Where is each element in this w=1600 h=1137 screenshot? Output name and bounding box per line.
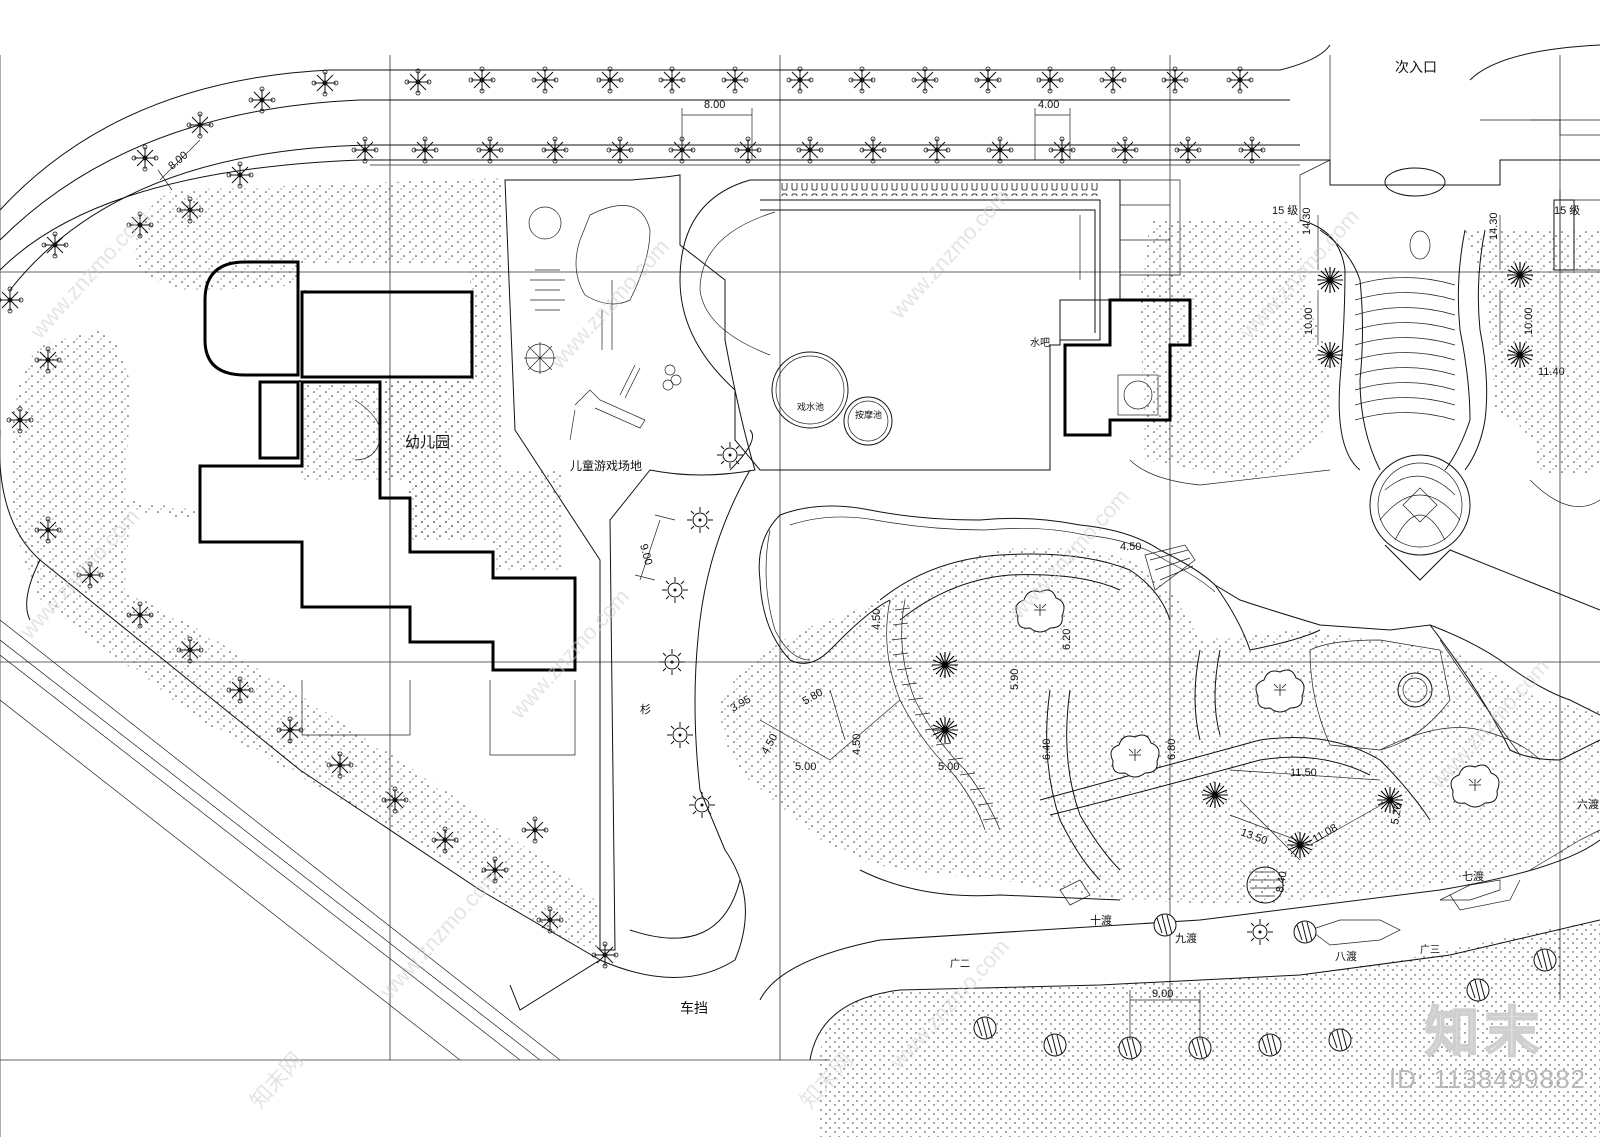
dim-15-steps-b: 15 级	[1554, 204, 1580, 217]
label-ferry-6: 六渡	[1577, 797, 1599, 811]
east-plaza	[1129, 119, 1600, 611]
label-ferry-7: 七渡	[1462, 869, 1484, 883]
dim-1000-a: 10.00	[1303, 307, 1315, 335]
watermark-site-5: www.znzmo.com	[504, 584, 634, 724]
label-water-bar: 水吧	[1030, 337, 1050, 349]
label-car-stop: 车挡	[680, 1000, 708, 1017]
label-square-3: 广三	[1420, 944, 1440, 956]
feature-trees	[658, 261, 1557, 1060]
dim-590: 5.90	[1009, 669, 1021, 690]
watermark-site-3: www.znzmo.com	[374, 864, 504, 1004]
dim-15-steps-a: 15 级	[1272, 204, 1298, 217]
dim-left-8: 8.00	[166, 149, 190, 172]
label-cedar: 杉	[640, 702, 651, 716]
dim-450-c: 4.50	[851, 734, 863, 755]
dim-bottom-9: 9.00	[1152, 988, 1173, 1000]
dim-840: 8.40	[1274, 870, 1290, 893]
dim-top-4: 4.00	[1038, 99, 1059, 111]
label-kindergarten: 幼儿园	[405, 433, 450, 451]
dim-450-a: 4.50	[1120, 541, 1141, 553]
swimming-pool	[679, 179, 1192, 471]
watermark-site-6: www.znzmo.com	[884, 184, 1014, 324]
dim-1430-a: 14.30	[1301, 207, 1313, 235]
label-massage-pool: 按摩池	[855, 409, 882, 421]
dim-500-a: 5.00	[795, 761, 816, 773]
dim-500-b: 5.00	[938, 761, 959, 773]
dim-520: 5.20	[1389, 802, 1405, 825]
dim-1430-b: 14.30	[1488, 212, 1500, 240]
plan-labels: 次入口 幼儿园 儿童游戏场地 水吧 戏水池 按摩池 车挡 杉 十渡 九渡 八渡 …	[405, 60, 1599, 1017]
dim-640: 6.40	[1041, 739, 1053, 760]
label-children-playground: 儿童游戏场地	[570, 458, 642, 473]
kindergarten-building	[198, 260, 577, 756]
brand-logo: 知末	[1424, 1000, 1545, 1065]
roads	[0, 44, 1600, 1061]
children-playground	[504, 174, 756, 951]
label-play-pool: 戏水池	[797, 401, 824, 413]
resource-id: ID: 1138499882	[1388, 1064, 1586, 1094]
dim-top-8: 8.00	[704, 99, 725, 111]
label-square-2: 广二	[950, 958, 970, 970]
label-secondary-entrance: 次入口	[1395, 60, 1437, 76]
island-paths	[859, 544, 1541, 901]
pond	[758, 505, 1600, 761]
dim-620: 6.20	[1061, 629, 1073, 650]
label-ferry-8: 八渡	[1335, 949, 1357, 963]
planting-areas	[10, 178, 1600, 1137]
watermark-site-1: www.znzmo.com	[24, 204, 154, 344]
dim-1000-b: 10.00	[1523, 307, 1535, 335]
dim-1150: 11.50	[1290, 767, 1317, 779]
dim-680: 6.80	[1166, 739, 1178, 760]
dim-play-9: 9.00	[637, 543, 654, 567]
label-ferry-9: 九渡	[1175, 931, 1197, 945]
label-ferry-10: 十渡	[1090, 913, 1112, 927]
dim-450-b: 4.50	[871, 609, 883, 630]
watermark-brand-1: 知末网	[245, 1048, 308, 1114]
riverside-path	[1059, 829, 1600, 946]
dimension-lines	[157, 108, 1501, 1040]
dim-1140: 11.40	[1538, 366, 1565, 378]
watermark-site-4: www.znzmo.com	[544, 234, 674, 374]
